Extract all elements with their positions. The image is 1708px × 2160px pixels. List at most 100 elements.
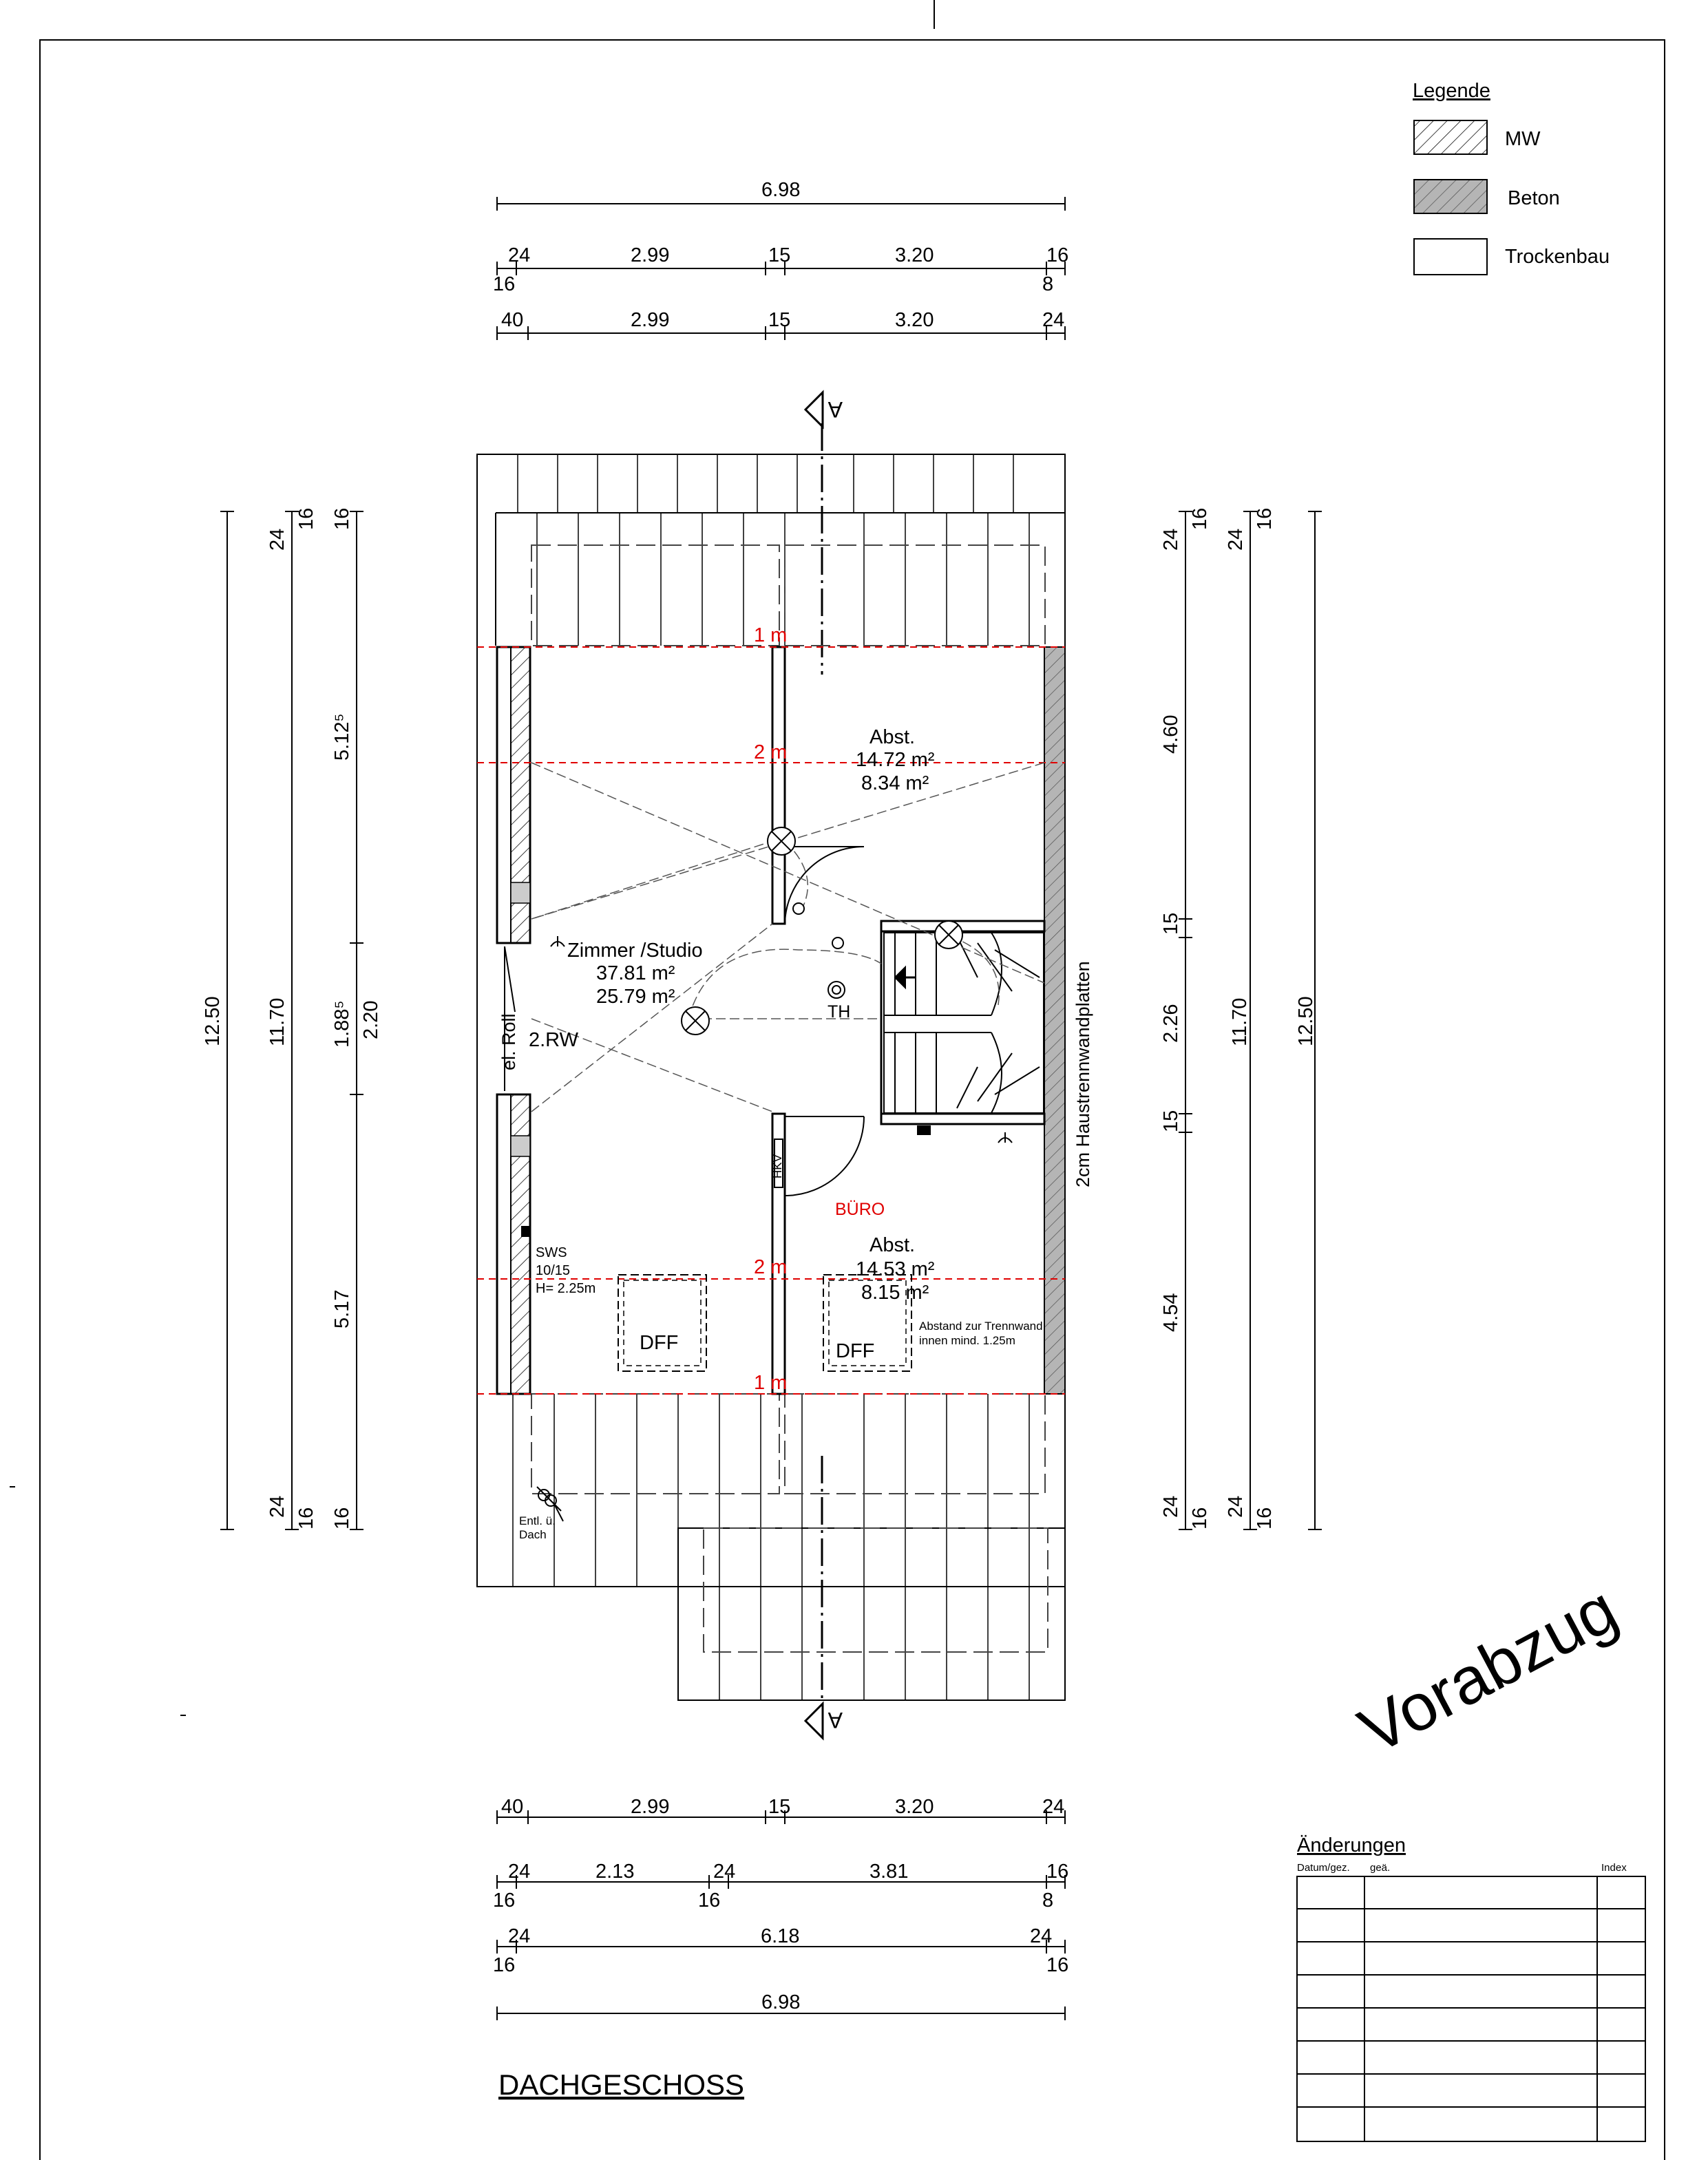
svg-text:24: 24 <box>1030 1925 1052 1947</box>
svg-text:16: 16 <box>1254 1507 1276 1529</box>
svg-text:5.12⁵: 5.12⁵ <box>331 714 353 761</box>
changes-col-date: Datum/gez. <box>1297 1862 1350 1874</box>
room-area2-zimmer: 25.79 m² <box>596 986 675 1008</box>
svg-text:12.50: 12.50 <box>202 996 224 1046</box>
projection-dashes <box>531 544 1048 1653</box>
room-area1-abst-bottom: 14.53 m² <box>856 1258 935 1280</box>
legend-swatch-trockenbau <box>1413 238 1488 275</box>
room-area2-abst-top: 8.34 m² <box>861 772 929 794</box>
label-rw: 2.RW <box>529 1029 579 1051</box>
room-area2-abst-bottom: 8.15 m² <box>861 1282 929 1304</box>
room-labels: Abst. 14.72 m² 8.34 m² Zimmer /Studio 37… <box>498 726 1093 1541</box>
label-dff-right: DFF <box>836 1340 874 1362</box>
dim-label: 3.20 <box>895 309 934 331</box>
svg-text:6.18: 6.18 <box>761 1925 799 1947</box>
svg-text:24: 24 <box>508 1925 530 1947</box>
svg-text:16: 16 <box>1189 508 1211 530</box>
dim-label: 16 <box>493 273 515 295</box>
changes-title: Änderungen <box>1297 1834 1406 1856</box>
staircase <box>883 932 1044 1114</box>
svg-text:24: 24 <box>1225 529 1247 551</box>
svg-text:24: 24 <box>1160 1496 1182 1518</box>
label-th: TH <box>827 1002 850 1021</box>
label-abstand-2: innen mind. 1.25m <box>919 1334 1015 1347</box>
svg-text:16: 16 <box>331 508 353 530</box>
svg-text:24: 24 <box>266 529 288 551</box>
svg-text:16: 16 <box>295 1507 317 1529</box>
label-entl-2: Dach <box>519 1528 547 1541</box>
svg-text:5.17: 5.17 <box>331 1290 353 1328</box>
svg-text:16: 16 <box>493 1889 515 1912</box>
dim-label: 15 <box>768 309 790 331</box>
svg-text:15: 15 <box>1160 1110 1182 1132</box>
svg-text:11.70: 11.70 <box>1229 998 1251 1046</box>
svg-text:2.13: 2.13 <box>595 1861 634 1883</box>
legend-label-beton: Beton <box>1508 187 1560 209</box>
dimensions-right: 24 16 4.60 15 2.26 15 4.54 24 16 24 16 1… <box>1160 508 1322 1530</box>
dim-label: 2.99 <box>631 309 669 331</box>
svg-text:2.99: 2.99 <box>631 1796 669 1818</box>
svg-text:24: 24 <box>1042 1796 1064 1818</box>
svg-text:40: 40 <box>501 1796 523 1818</box>
dim-label: 15 <box>768 244 790 266</box>
legend-swatch-mw <box>1413 120 1488 155</box>
label-entl-1: Entl. ü. <box>519 1514 556 1527</box>
svg-text:4.54: 4.54 <box>1160 1293 1182 1332</box>
changes-col-index: Index <box>1601 1862 1627 1874</box>
svg-text:15: 15 <box>1160 913 1182 935</box>
dim-label: 8 <box>1042 273 1053 295</box>
svg-text:A: A <box>827 1708 843 1733</box>
legend-title: Legende <box>1413 80 1490 102</box>
dim-label: 24 <box>508 244 530 266</box>
svg-text:2.20: 2.20 <box>360 1001 382 1039</box>
label-haustrenn: 2cm Haustrennwandplatten <box>1073 961 1093 1187</box>
svg-text:24: 24 <box>508 1861 530 1883</box>
sheet-border <box>39 39 1665 2160</box>
height-label-1m-bottom: 1 m <box>754 1372 787 1394</box>
svg-text:24: 24 <box>713 1861 735 1883</box>
dimensions-left: 12.50 11.70 24 16 24 16 16 5.12⁵ 1.88⁵ 2… <box>202 508 382 1530</box>
label-abstand-1: Abstand zur Trennwand <box>919 1320 1043 1333</box>
svg-text:6.98: 6.98 <box>761 1991 800 2013</box>
svg-text:24: 24 <box>1160 529 1182 551</box>
dim-overall-top: 6.98 <box>761 179 800 201</box>
svg-text:16: 16 <box>698 1889 720 1912</box>
label-dff-left: DFF <box>640 1332 678 1354</box>
svg-text:4.60: 4.60 <box>1160 715 1182 754</box>
stamp-vorabzug: Vorabzug <box>1348 1572 1629 1768</box>
svg-text:12.50: 12.50 <box>1295 996 1317 1046</box>
svg-text:A: A <box>827 397 843 422</box>
section-marker-top: A <box>803 390 843 675</box>
svg-text:24: 24 <box>266 1496 288 1518</box>
label-hkv: HKV <box>771 1154 784 1178</box>
dim-label: 2.99 <box>631 244 669 266</box>
legend-label-trockenbau: Trockenbau <box>1505 246 1610 268</box>
svg-text:3.20: 3.20 <box>895 1796 934 1818</box>
svg-text:24: 24 <box>1225 1496 1247 1518</box>
label-sws-height: H= 2.25m <box>536 1281 595 1296</box>
label-sws-size: 10/15 <box>536 1263 570 1278</box>
svg-text:16: 16 <box>1046 1954 1068 1976</box>
legend-swatch-beton <box>1413 179 1488 214</box>
skylights <box>618 1274 912 1372</box>
doors <box>504 846 865 1196</box>
room-area1-zimmer: 37.81 m² <box>596 962 675 984</box>
dim-label: 24 <box>1042 309 1064 331</box>
room-name-buero: BÜRO <box>835 1200 885 1219</box>
room-name-abst-top: Abst. <box>869 726 915 748</box>
svg-text:11.70: 11.70 <box>266 998 288 1046</box>
svg-text:16: 16 <box>331 1507 353 1529</box>
svg-text:3.81: 3.81 <box>869 1861 908 1883</box>
light-fixtures <box>521 827 1013 1237</box>
changes-table: Änderungen Datum/gez. geä. Index <box>1296 1834 1646 2142</box>
room-area1-abst-top: 14.72 m² <box>856 749 935 771</box>
height-label-2m-bottom: 2 m <box>754 1256 787 1278</box>
legend: Legende MW Beton Trockenbau <box>1413 80 1610 275</box>
svg-text:16: 16 <box>295 508 317 530</box>
label-sws: SWS <box>536 1245 567 1260</box>
svg-text:16: 16 <box>1254 508 1276 530</box>
dim-label: 16 <box>1046 244 1068 266</box>
svg-text:16: 16 <box>1189 1507 1211 1529</box>
drawing-title: DACHGESCHOSS <box>498 2068 744 2101</box>
